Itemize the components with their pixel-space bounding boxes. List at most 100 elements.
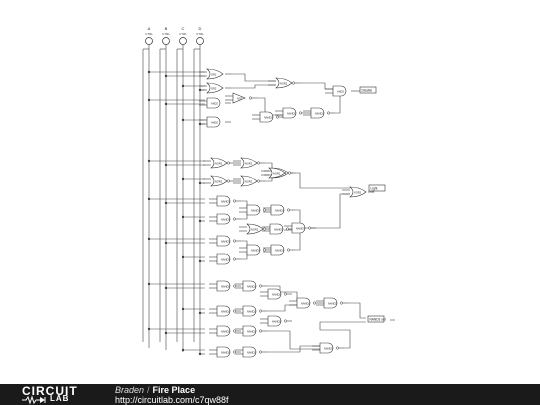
gate-b4-0: NAND2 bbox=[216, 280, 236, 292]
circuit-url-link[interactable]: http://circuitlab.com/c7qw88f bbox=[115, 395, 229, 405]
svg-text:NAND2: NAND2 bbox=[272, 319, 281, 323]
input-caption: CTRL bbox=[196, 32, 204, 36]
gate-b3-6: NAND3 bbox=[246, 244, 266, 256]
gate-b3-5: NAND3 bbox=[270, 204, 290, 216]
svg-text:NAND2: NAND2 bbox=[315, 111, 324, 115]
breadcrumb-separator: / bbox=[147, 385, 150, 395]
gate-b4-6: NAND2 bbox=[296, 297, 316, 309]
svg-text:NAND3: NAND3 bbox=[251, 208, 260, 212]
gate-b1-9: AND2 bbox=[332, 85, 347, 97]
svg-text:NOR2: NOR2 bbox=[245, 179, 253, 183]
output-label: Disable bbox=[362, 88, 373, 92]
svg-text:NAND2: NAND2 bbox=[247, 284, 256, 288]
gate-b1-0: OR2 bbox=[206, 68, 224, 80]
output-probe-1: Light bbox=[368, 184, 386, 192]
gate-b1-3: AND2 bbox=[206, 116, 221, 128]
gate-b4-9: NAND2 bbox=[242, 325, 262, 337]
gate-b4-12: NAND2 bbox=[319, 342, 339, 354]
gate-b4-10: NAND2 bbox=[216, 346, 236, 358]
svg-text:NAND2: NAND2 bbox=[221, 284, 230, 288]
svg-text:NOT: NOT bbox=[237, 96, 243, 100]
diode-icon bbox=[22, 395, 46, 405]
gate-b2-1: NOR2 bbox=[210, 175, 230, 187]
svg-text:NOR2: NOR2 bbox=[215, 179, 223, 183]
circuit-meta: Braden/Fire Place bbox=[115, 385, 195, 395]
gate-b3-3: NAND3 bbox=[216, 253, 236, 265]
footer-bar: CIRCUIT LAB Braden/Fire Place http://cir… bbox=[0, 384, 540, 405]
gate-b1-5: NOR2 bbox=[275, 77, 295, 89]
input-terminal bbox=[145, 37, 153, 45]
svg-text:NAND2: NAND2 bbox=[328, 301, 337, 305]
gate-b3-7: NAND3 bbox=[270, 244, 290, 256]
circuitlab-logo[interactable]: CIRCUIT LAB bbox=[22, 384, 94, 405]
gate-b3-10: NOR2 bbox=[246, 223, 266, 235]
svg-text:OR2: OR2 bbox=[211, 72, 217, 76]
author-link[interactable]: Braden bbox=[115, 385, 145, 395]
logo-text-circuit: CIRCUIT bbox=[22, 384, 78, 398]
input-caption: CTRL bbox=[162, 32, 170, 36]
input-label: C bbox=[182, 26, 185, 31]
svg-text:NAND2: NAND2 bbox=[221, 329, 230, 333]
svg-text:NAND2: NAND2 bbox=[301, 301, 310, 305]
output-probe-2: NAND3 out bbox=[367, 315, 386, 323]
circuit-url-row: http://circuitlab.com/c7qw88f bbox=[115, 395, 229, 405]
input-terminal bbox=[179, 37, 187, 45]
gate-b3-0: NAND3 bbox=[216, 195, 236, 207]
gate-b2-2: NOR2 bbox=[240, 157, 260, 169]
gate-b1-2: AND2 bbox=[206, 97, 221, 109]
gate-b2-5: NOR2 bbox=[268, 167, 288, 179]
input-label: B bbox=[165, 26, 168, 31]
input-terminal bbox=[162, 37, 170, 45]
svg-text:AND2: AND2 bbox=[337, 89, 344, 93]
gate-b3-9: NAND3 bbox=[269, 223, 289, 235]
svg-text:NAND3: NAND3 bbox=[275, 248, 284, 252]
gate-b4-3: NAND2 bbox=[242, 305, 262, 317]
gate-b4-2: NAND2 bbox=[216, 305, 236, 317]
svg-text:NOR2: NOR2 bbox=[280, 81, 288, 85]
circuit-wires bbox=[142, 45, 395, 356]
gate-b4-8: NAND2 bbox=[216, 325, 236, 337]
gate-b4-5: NAND2 bbox=[267, 315, 287, 327]
svg-text:NAND2: NAND2 bbox=[272, 292, 281, 296]
svg-text:NAND2: NAND2 bbox=[287, 111, 296, 115]
output-label: NAND3 out bbox=[370, 317, 386, 321]
svg-text:NAND3: NAND3 bbox=[221, 217, 230, 221]
gate-b4-1: NAND2 bbox=[242, 280, 262, 292]
svg-text:NAND2: NAND2 bbox=[247, 329, 256, 333]
gate-b1-7: NAND2 bbox=[282, 107, 302, 119]
input-label: D bbox=[199, 26, 202, 31]
gate-b2-6: XOR2 bbox=[349, 186, 367, 198]
svg-text:NAND2: NAND2 bbox=[247, 309, 256, 313]
circuit-title: Fire Place bbox=[152, 385, 196, 395]
gate-b3-8: NAND3 bbox=[291, 222, 311, 234]
gate-b4-7: NAND2 bbox=[323, 297, 343, 309]
svg-text:NOR2: NOR2 bbox=[245, 161, 253, 165]
gate-b3-1: NAND3 bbox=[216, 213, 236, 225]
gate-b1-6: NAND2 bbox=[259, 111, 279, 123]
svg-text:AND2: AND2 bbox=[211, 101, 218, 105]
gate-b4-11: NAND2 bbox=[242, 346, 262, 358]
svg-text:NAND3: NAND3 bbox=[221, 257, 230, 261]
gate-b2-3: NOR2 bbox=[240, 175, 260, 187]
gate-b1-1: OR2 bbox=[206, 82, 224, 94]
svg-text:NAND2: NAND2 bbox=[264, 115, 273, 119]
output-label: Light bbox=[371, 186, 378, 190]
svg-text:OR2: OR2 bbox=[211, 86, 217, 90]
gate-b2-0: NOR2 bbox=[210, 157, 230, 169]
logo-text-lab: LAB bbox=[50, 394, 70, 403]
gate-b4-4: NAND2 bbox=[267, 288, 287, 300]
gate-b3-4: NAND3 bbox=[246, 204, 266, 216]
output-probe-0: Disable bbox=[359, 86, 377, 94]
gate-b1-8: NAND2 bbox=[310, 107, 330, 119]
svg-text:NAND3: NAND3 bbox=[296, 226, 305, 230]
svg-text:NAND3: NAND3 bbox=[274, 227, 283, 231]
input-label: A bbox=[148, 26, 151, 31]
